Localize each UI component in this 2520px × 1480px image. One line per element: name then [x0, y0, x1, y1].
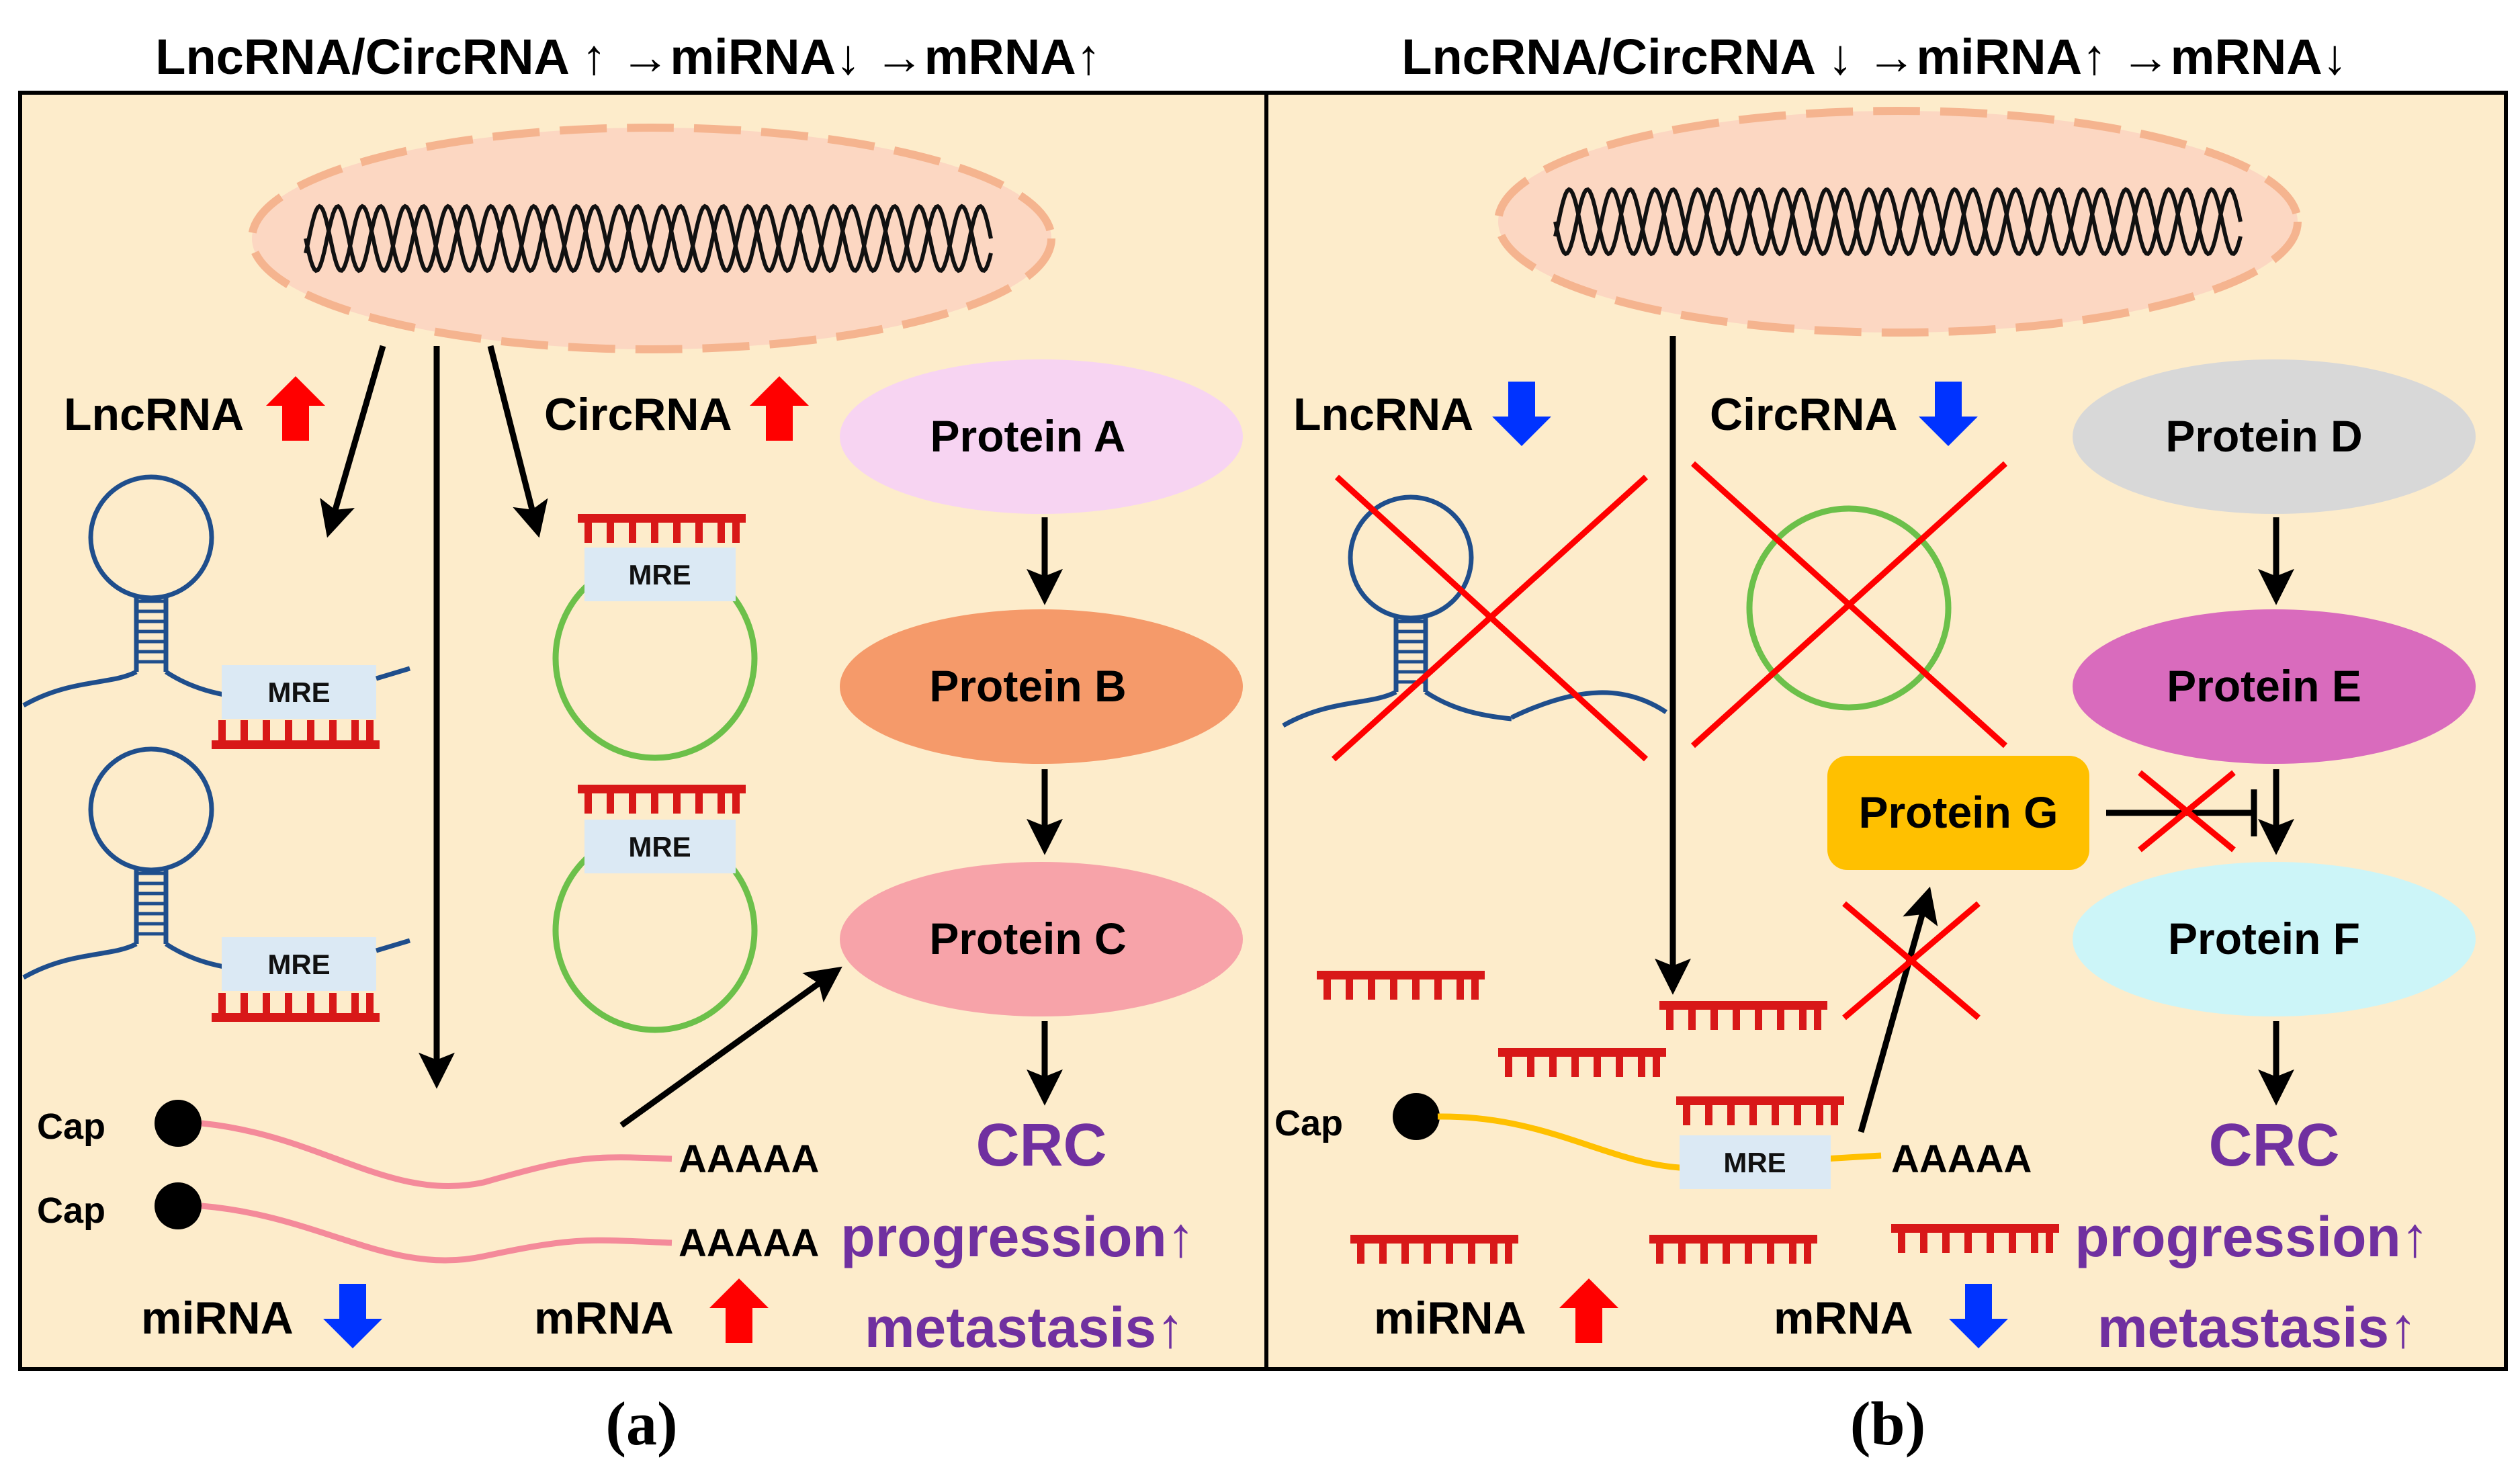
- metastasis-label-b: metastasis↑: [2097, 1296, 2417, 1359]
- cap-label: Cap: [37, 1106, 105, 1147]
- protein-f: [2073, 862, 2476, 1016]
- mre-box: [584, 820, 736, 873]
- cap-label: Cap: [37, 1190, 105, 1231]
- protein-b-label: Protein B: [929, 661, 1126, 711]
- circrna-label-a: CircRNA: [544, 389, 732, 440]
- protein-a: [840, 359, 1243, 514]
- cap-dot: [155, 1100, 202, 1147]
- mre-label: MRE: [1723, 1147, 1786, 1178]
- mre-box: [222, 665, 376, 719]
- circrna-ring-crossed: [1746, 505, 1952, 711]
- protein-g-label: Protein G: [1858, 787, 2058, 837]
- cross-icon: [1842, 901, 1981, 1020]
- cap-dot: [155, 1182, 202, 1229]
- panel-b-header: LncRNA/CircRNA ↓ →miRNA↑ →mRNA↓: [1401, 29, 2347, 85]
- mre-label: MRE: [628, 559, 691, 591]
- mrna-label-a: mRNA: [534, 1293, 674, 1344]
- mrna-label-b: mRNA: [1774, 1293, 1913, 1344]
- dna-strand: [1553, 187, 2243, 257]
- arrow-nucleus-circrna: [487, 345, 548, 538]
- progression-label-b: progression↑: [2075, 1205, 2429, 1268]
- mre-label: MRE: [267, 949, 330, 980]
- circrna-label-b: CircRNA: [1710, 389, 1898, 440]
- protein-a-label: Protein A: [930, 411, 1126, 461]
- mrna-strand-1: [201, 1120, 672, 1190]
- metastasis-label-a: metastasis↑: [865, 1296, 1184, 1359]
- protein-d-label: Protein D: [2165, 411, 2362, 461]
- cap-label: Cap: [1274, 1103, 1343, 1143]
- dna-helix-a: [304, 204, 993, 273]
- arrow-mrna-protein-c: [619, 966, 842, 1128]
- protein-g: [1827, 756, 2089, 870]
- mre-label: MRE: [628, 831, 691, 863]
- dna-strand: [1553, 187, 2243, 257]
- crc-label-a: CRC: [976, 1112, 1107, 1179]
- protein-e: [2073, 609, 2476, 764]
- dna-helix-b: [1553, 187, 2243, 257]
- arrow-nucleus-lncrna: [320, 345, 386, 538]
- mirna-label-b: miRNA: [1374, 1293, 1526, 1344]
- mre-box: [1680, 1135, 1831, 1189]
- panel-b-content: LncRNA CircRNA Cap MRE AAAAA: [1274, 107, 2476, 1359]
- cap-dot: [1393, 1093, 1440, 1140]
- cross-icon: [2138, 770, 2236, 853]
- dna-strand: [304, 204, 993, 273]
- mrna-strand-b: [1437, 1113, 1882, 1171]
- lncrna-label-b: LncRNA: [1293, 389, 1473, 440]
- lncrna-label-a: LncRNA: [64, 389, 244, 440]
- protein-f-label: Protein F: [2168, 914, 2360, 963]
- protein-c: [840, 862, 1243, 1016]
- caption-a: (a): [605, 1389, 677, 1458]
- cross-icon: [1331, 474, 1649, 762]
- mre-label: MRE: [267, 677, 330, 708]
- arrow-mrna-protein-g: [1858, 886, 1938, 1133]
- protein-d: [2073, 359, 2476, 514]
- panel-a-content: LncRNA CircRNA MRE MRE MRE MRE Cap Cap A…: [24, 124, 1243, 1359]
- panel-a-header: LncRNA/CircRNA ↑ →miRNA↓ →mRNA↑: [155, 29, 1100, 85]
- mirna-label-a: miRNA: [141, 1293, 294, 1344]
- cross-icon: [1690, 461, 2008, 748]
- caption-b: (b): [1850, 1389, 1925, 1458]
- progression-label-a: progression↑: [840, 1205, 1194, 1268]
- protein-e-label: Protein E: [2167, 661, 2361, 711]
- crc-label-b: CRC: [2209, 1112, 2340, 1179]
- polya-tail: AAAAA: [679, 1221, 819, 1265]
- mre-box: [584, 548, 736, 601]
- mre-box: [222, 937, 376, 991]
- polya-tail: AAAAA: [679, 1137, 819, 1181]
- protein-b: [840, 609, 1243, 764]
- polya-tail: AAAAA: [1891, 1137, 2032, 1181]
- dna-strand: [304, 204, 993, 273]
- protein-c-label: Protein C: [929, 914, 1126, 963]
- mrna-strand-2: [201, 1203, 672, 1264]
